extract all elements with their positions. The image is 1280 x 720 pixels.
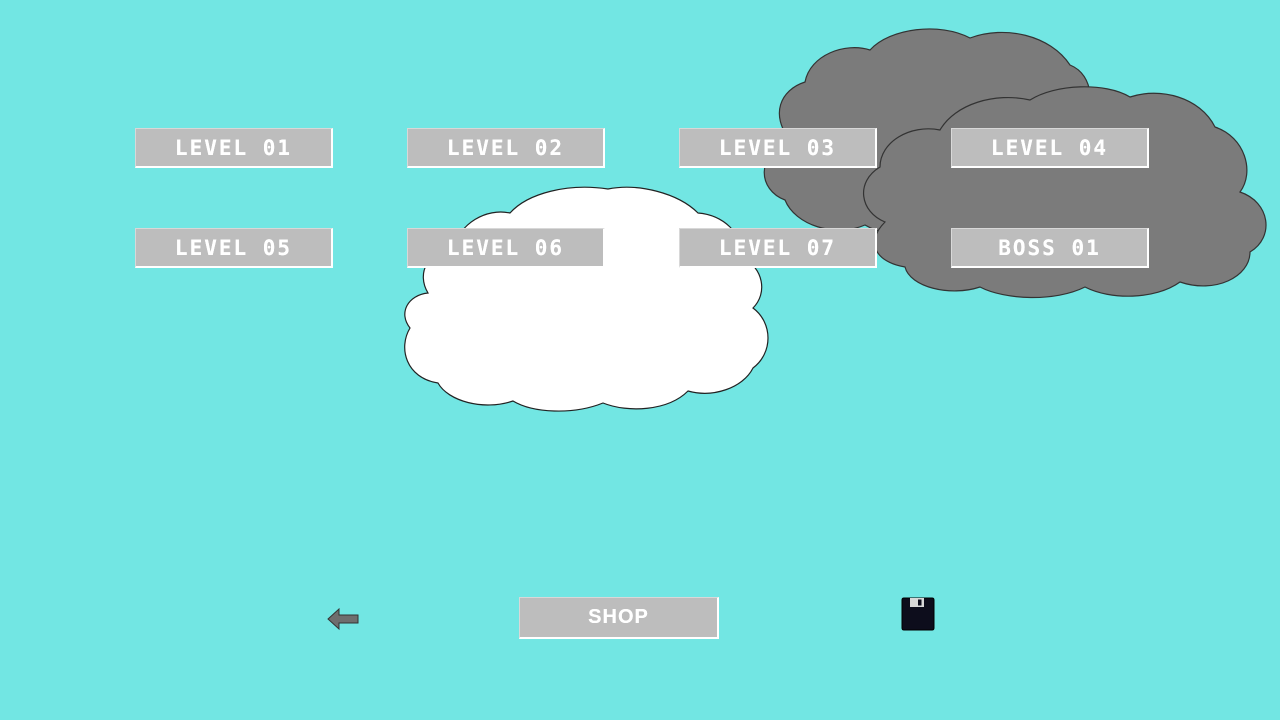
level-07-label: LEVEL 07	[718, 235, 837, 260]
level-01-button[interactable]: LEVEL 01	[135, 128, 333, 168]
level-05-button[interactable]: LEVEL 05	[135, 228, 333, 268]
level-03-button[interactable]: LEVEL 03	[679, 128, 877, 168]
level-03-label: LEVEL 03	[718, 135, 837, 160]
boss-01-label: BOSS 01	[998, 235, 1101, 260]
level-07-button[interactable]: LEVEL 07	[679, 228, 877, 268]
shop-button[interactable]: SHOP	[519, 597, 719, 639]
back-button[interactable]	[326, 605, 360, 633]
boss-01-button[interactable]: BOSS 01	[951, 228, 1149, 268]
level-01-label: LEVEL 01	[174, 135, 293, 160]
level-05-label: LEVEL 05	[174, 235, 293, 260]
arrow-left-icon	[327, 607, 359, 631]
storm-cloud-front	[863, 86, 1267, 299]
level-02-button[interactable]: LEVEL 02	[407, 128, 605, 168]
level-04-label: LEVEL 04	[990, 135, 1109, 160]
shop-label: SHOP	[588, 606, 649, 628]
level-06-button[interactable]: LEVEL 06	[407, 228, 605, 268]
floppy-disk-icon	[901, 597, 935, 631]
save-button[interactable]	[901, 597, 935, 631]
level-04-button[interactable]: LEVEL 04	[951, 128, 1149, 168]
level-02-label: LEVEL 02	[446, 135, 565, 160]
white-cloud	[404, 186, 769, 412]
level-06-label: LEVEL 06	[446, 235, 565, 260]
